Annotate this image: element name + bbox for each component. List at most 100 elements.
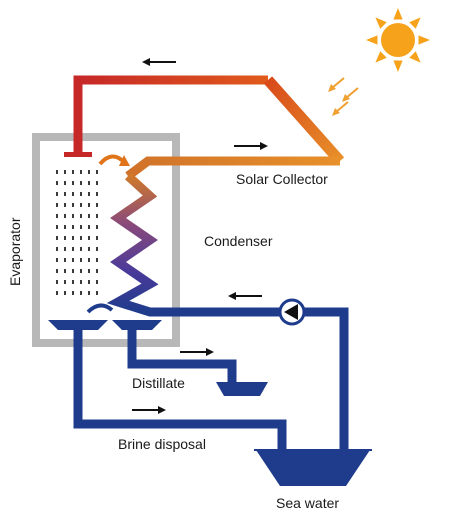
water-droplet (72, 203, 74, 207)
water-droplet (80, 258, 82, 262)
water-droplet (64, 170, 66, 174)
water-droplet (64, 181, 66, 185)
water-droplet (88, 170, 90, 174)
hot-water-pipe (73, 75, 268, 152)
water-droplet (56, 258, 58, 262)
flow-arrow-icon (234, 142, 268, 150)
water-droplet (56, 225, 58, 229)
water-droplet (56, 192, 58, 196)
water-droplet (80, 170, 82, 174)
distillate-pipe (127, 330, 237, 382)
water-droplet (64, 203, 66, 207)
water-droplet (96, 269, 98, 273)
sea-water-label: Sea water (276, 495, 339, 511)
water-droplet (96, 258, 98, 262)
water-droplet (64, 269, 66, 273)
water-droplet (72, 280, 74, 284)
water-droplet (72, 225, 74, 229)
water-droplet (96, 203, 98, 207)
condenser-label: Condenser (204, 233, 273, 249)
water-droplet (88, 280, 90, 284)
water-droplet (64, 225, 66, 229)
seawater-inlet-pipe (176, 307, 349, 452)
water-droplet (80, 236, 82, 240)
water-droplet (56, 247, 58, 251)
sun-ray (409, 17, 421, 29)
water-droplet (96, 170, 98, 174)
collector-return-pipe (125, 156, 340, 180)
water-droplet (56, 181, 58, 185)
water-droplet (80, 247, 82, 251)
water-droplet (64, 258, 66, 262)
brine-disposal-label: Brine disposal (118, 436, 206, 452)
water-droplet (96, 192, 98, 196)
water-droplet (72, 181, 74, 185)
water-droplet (72, 247, 74, 251)
sun-ray (375, 17, 387, 29)
water-droplet (88, 214, 90, 218)
water-droplet (72, 269, 74, 273)
brine-disposal-pipe (73, 330, 287, 452)
water-droplet (88, 258, 90, 262)
sunlight-arrows-icon (328, 77, 359, 116)
flow-arrow-icon (142, 58, 176, 66)
water-droplet (56, 236, 58, 240)
water-droplet (56, 269, 58, 273)
flow-arrow-icon (132, 406, 166, 414)
water-droplet (72, 214, 74, 218)
water-droplet (80, 280, 82, 284)
water-droplet (72, 258, 74, 262)
flow-arrow-icon (228, 292, 262, 300)
water-droplet (56, 291, 58, 295)
sun-ray (409, 51, 421, 63)
water-droplet (96, 280, 98, 284)
condenser-coil (106, 172, 176, 317)
water-droplet (96, 236, 98, 240)
water-droplet (88, 203, 90, 207)
distillate-label: Distillate (132, 375, 185, 391)
water-droplet (72, 236, 74, 240)
flow-arrow-icon (180, 348, 214, 356)
water-droplet (80, 203, 82, 207)
water-droplet (88, 269, 90, 273)
water-droplet (88, 291, 90, 295)
water-droplet (64, 280, 66, 284)
water-droplet (64, 192, 66, 196)
water-droplet (88, 181, 90, 185)
solar-collector-label: Solar Collector (236, 171, 328, 187)
water-droplet (80, 291, 82, 295)
water-droplet (64, 291, 66, 295)
sea-water-tank (256, 450, 370, 486)
water-droplet (80, 192, 82, 196)
water-droplet (56, 214, 58, 218)
water-droplet (96, 225, 98, 229)
vapor-arrowhead-icon (119, 155, 130, 166)
water-droplet (56, 170, 58, 174)
water-droplet (96, 247, 98, 251)
water-droplet (88, 225, 90, 229)
water-droplets (56, 170, 98, 295)
spray-head (64, 152, 92, 157)
distillate-tank (216, 382, 268, 396)
water-droplet (72, 170, 74, 174)
water-droplet (88, 236, 90, 240)
sun-ray (418, 35, 430, 45)
water-droplet (56, 280, 58, 284)
water-droplet (80, 225, 82, 229)
water-droplet (80, 214, 82, 218)
water-droplet (56, 203, 58, 207)
water-droplet (80, 181, 82, 185)
water-droplet (72, 291, 74, 295)
sun-ray (366, 35, 378, 45)
brine-tray (48, 320, 108, 330)
evaporator-label: Evaporator (7, 217, 23, 286)
sun-ray (393, 60, 403, 72)
sun-ray (393, 8, 403, 20)
water-droplet (96, 214, 98, 218)
water-droplet (64, 236, 66, 240)
water-droplet (96, 181, 98, 185)
water-droplet (72, 192, 74, 196)
water-droplet (64, 247, 66, 251)
distillate-tray (112, 320, 162, 330)
